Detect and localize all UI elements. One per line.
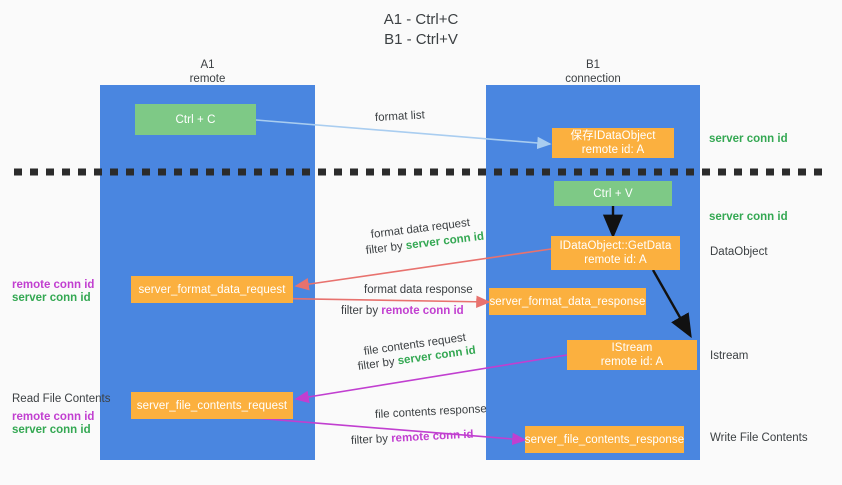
annotation-write-file-contents: Write File Contents (710, 432, 808, 444)
edge-label-format-data-response: format data response (364, 284, 473, 296)
edge-label-file-contents-response: file contents response (374, 403, 488, 421)
filter-prefix-3: filter by (357, 355, 399, 373)
lane-header-b1-name: B1 (585, 59, 601, 71)
box-istream-line1: IStream (611, 342, 653, 354)
box-save-idataobject-line1: 保存IDataObject (570, 130, 656, 142)
box-save-idataobject[interactable]: 保存IDataObject remote id: A (552, 128, 674, 158)
lane-header-a1: A1 remote (100, 58, 315, 86)
box-server-format-data-request-label: server_format_data_request (138, 283, 286, 296)
annotation-remote-conn-id-2: remote conn id (12, 411, 95, 423)
filter-prefix-4: filter by (350, 432, 392, 447)
box-server-format-data-request[interactable]: server_format_data_request (131, 276, 293, 303)
title-line-2: B1 - Ctrl+V (384, 31, 458, 48)
box-ctrl-c-label: Ctrl + C (175, 113, 216, 126)
box-server-format-data-response-label: server_format_data_response (489, 295, 646, 308)
edge-label-file-contents-response-filter: filter by remote conn id (351, 428, 474, 449)
box-server-file-contents-response-label: server_file_contents_response (524, 433, 685, 446)
box-idataobject-getdata-line2: remote id: A (584, 254, 647, 266)
box-istream[interactable]: IStream remote id: A (567, 340, 697, 370)
box-server-format-data-response[interactable]: server_format_data_response (489, 288, 646, 315)
box-idataobject-getdata[interactable]: IDataObject::GetData remote id: A (551, 236, 680, 270)
annotation-server-conn-id-top: server conn id (709, 133, 788, 145)
lane-header-a1-sub: remote (189, 73, 226, 85)
box-server-file-contents-request-label: server_file_contents_request (136, 399, 288, 412)
title-line-1: A1 - Ctrl+C (383, 11, 459, 28)
edge-label-format-data-response-filter: filter by remote conn id (341, 304, 464, 319)
box-server-file-contents-response[interactable]: server_file_contents_response (525, 426, 684, 453)
filter-key-remote-conn-id-1: remote conn id (381, 305, 464, 317)
box-idataobject-getdata-line1: IDataObject::GetData (559, 240, 672, 252)
annotation-server-conn-id-2: server conn id (12, 424, 91, 436)
box-save-idataobject-line2: remote id: A (581, 144, 645, 156)
lane-header-b1-sub: connection (565, 73, 621, 85)
edge-label-format-list: format list (374, 109, 426, 124)
filter-prefix-1: filter by (365, 240, 407, 257)
box-server-file-contents-request[interactable]: server_file_contents_request (131, 392, 293, 419)
page-title: A1 - Ctrl+C B1 - Ctrl+V (0, 10, 842, 50)
filter-key-remote-conn-id-2: remote conn id (390, 428, 474, 445)
annotation-istream: Istream (710, 350, 749, 362)
box-ctrl-c[interactable]: Ctrl + C (135, 104, 256, 135)
annotation-remote-conn-id-1: remote conn id (12, 279, 95, 291)
box-ctrl-v-label: Ctrl + V (593, 187, 633, 200)
annotation-read-file-contents: Read File Contents (12, 393, 111, 405)
filter-prefix-2: filter by (341, 305, 382, 317)
lane-header-a1-name: A1 (200, 59, 215, 71)
annotation-dataobject: DataObject (710, 246, 768, 258)
annotation-server-conn-id-1: server conn id (12, 292, 91, 304)
box-ctrl-v[interactable]: Ctrl + V (554, 181, 672, 206)
lane-header-b1: B1 connection (486, 58, 700, 86)
annotation-server-conn-id-mid: server conn id (709, 211, 788, 223)
box-istream-line2: remote id: A (600, 356, 664, 368)
